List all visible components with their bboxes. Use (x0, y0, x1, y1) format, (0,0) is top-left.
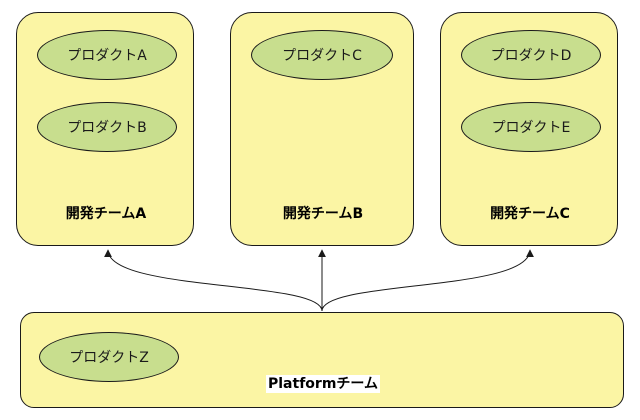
product-a-label: プロダクトA (67, 48, 147, 64)
team-b-label: 開発チームB (282, 206, 364, 222)
product-e-label: プロダクトE (491, 120, 571, 136)
product-d-label: プロダクトD (490, 48, 572, 64)
team-c-box: プロダクトD プロダクトE 開発チームC (440, 12, 618, 246)
product-c-label: プロダクトC (282, 48, 362, 64)
arrow-to-team-a (104, 249, 323, 312)
product-e-node: プロダクトE (461, 102, 601, 152)
arrow-to-team-c (321, 249, 534, 312)
platform-team-label-wrap: Platformチーム (21, 373, 625, 393)
product-b-node: プロダクトB (37, 102, 177, 152)
product-a-node: プロダクトA (37, 30, 177, 80)
product-z-label: プロダクトZ (69, 350, 149, 366)
product-c-node: プロダクトC (251, 30, 393, 80)
team-a-box: プロダクトA プロダクトB 開発チームA (16, 12, 194, 246)
product-b-label: プロダクトB (67, 120, 147, 136)
platform-team-box: プロダクトZ Platformチーム (20, 312, 624, 408)
product-d-node: プロダクトD (461, 30, 601, 80)
team-c-label: 開発チームC (490, 206, 570, 222)
team-b-box: プロダクトC 開発チームB (230, 12, 414, 246)
product-z-node: プロダクトZ (39, 332, 179, 382)
platform-team-label: Platformチーム (266, 375, 380, 393)
team-a-label: 開発チームA (65, 206, 147, 222)
